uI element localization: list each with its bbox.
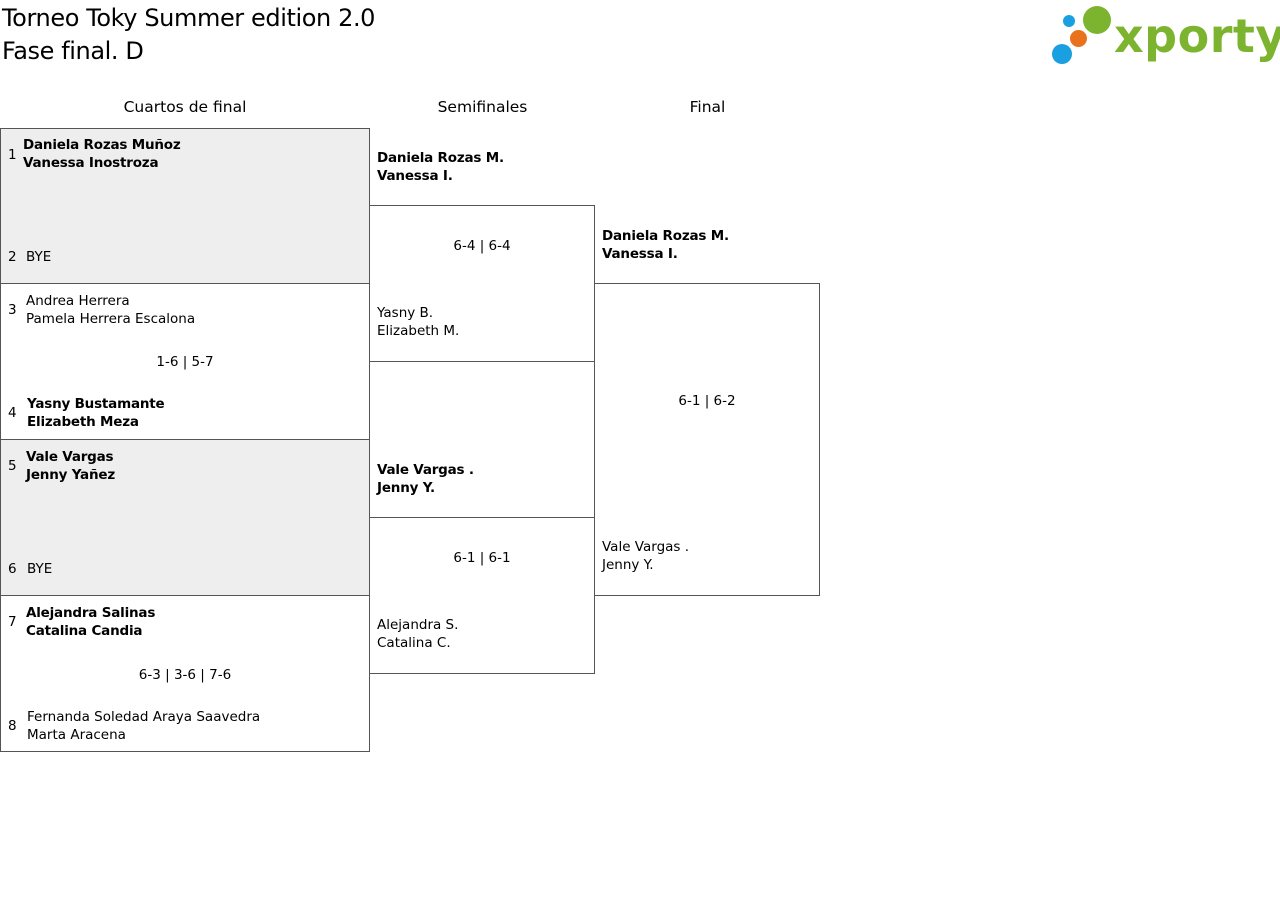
seed-number: 8 [8, 718, 17, 734]
semifinal-match-2: 6-1 | 6-1 Alejandra S. Catalina C. [369, 517, 595, 674]
player-name: Catalina C. [377, 635, 451, 651]
xporty-logo: xporty [1050, 4, 1280, 68]
player-name: Alejandra S. [377, 617, 459, 633]
player-name: Jenny Yañez [26, 467, 115, 483]
match-score: 1-6 | 5-7 [156, 354, 214, 370]
player-name: Yasny B. [377, 305, 434, 321]
team-entry: Vale Vargas Jenny Yañez [26, 448, 115, 484]
player-name: Alejandra Salinas [26, 605, 156, 621]
player-name: Vale Vargas . [602, 539, 690, 555]
seed-number: 7 [8, 614, 17, 630]
player-name: Fernanda Soledad Araya Saavedra [27, 709, 261, 725]
team-entry: BYE [27, 560, 52, 578]
match-score: 6-1 | 6-2 [678, 393, 736, 409]
player-name: Vanessa I. [602, 246, 678, 262]
player-name: Jenny Y. [602, 557, 654, 573]
team-entry: Fernanda Soledad Araya Saavedra Marta Ar… [27, 708, 260, 744]
semifinal-2-bottom-team: Alejandra S. Catalina C. [377, 616, 458, 652]
seed-number: 6 [8, 561, 17, 577]
quarterfinal-match-1: 1 Daniela Rozas Muñoz Vanessa Inostroza … [0, 128, 370, 284]
seed-number: 4 [8, 405, 17, 421]
semifinal-2-top-team: Vale Vargas . Jenny Y. [377, 461, 474, 497]
logo-dot-orange [1070, 30, 1087, 47]
player-name: Vanessa I. [377, 168, 453, 184]
seed-number: 3 [8, 302, 17, 318]
semifinal-1-top-team: Daniela Rozas M. Vanessa I. [377, 149, 504, 185]
team-entry: BYE [26, 248, 51, 266]
quarterfinal-match-4: 7 Alejandra Salinas Catalina Candia 6-3 … [0, 595, 370, 752]
player-name: Elizabeth Meza [27, 414, 139, 430]
player-name: Yasny Bustamante [27, 396, 165, 412]
player-name: Vale Vargas . [377, 462, 474, 478]
logo-dot-blue [1052, 44, 1072, 64]
logo-dot-green [1083, 6, 1111, 34]
player-name: Andrea Herrera [26, 293, 130, 309]
quarterfinal-match-3: 5 Vale Vargas Jenny Yañez 6 BYE [0, 439, 370, 596]
player-name: Pamela Herrera Escalona [26, 311, 196, 327]
round-heading-final: Final [689, 98, 726, 116]
seed-number: 2 [8, 249, 17, 265]
match-score: 6-4 | 6-4 [453, 238, 511, 254]
semifinal-1-bottom-team: Yasny B. Elizabeth M. [377, 304, 459, 340]
player-name: Catalina Candia [26, 623, 143, 639]
round-heading-semifinals: Semifinales [437, 98, 528, 116]
tournament-title: Torneo Toky Summer edition 2.0 [2, 4, 376, 32]
match-score: 6-3 | 3-6 | 7-6 [138, 667, 232, 683]
quarterfinal-match-2: 3 Andrea Herrera Pamela Herrera Escalona… [0, 283, 370, 440]
team-entry: Andrea Herrera Pamela Herrera Escalona [26, 292, 195, 328]
player-name: Elizabeth M. [377, 323, 460, 339]
bye-label: BYE [27, 561, 53, 577]
seed-number: 5 [8, 458, 17, 474]
final-match: 6-1 | 6-2 Vale Vargas . Jenny Y. [594, 283, 820, 596]
player-name: Jenny Y. [377, 480, 435, 496]
seed-number: 1 [8, 147, 17, 163]
match-score: 6-1 | 6-1 [453, 550, 511, 566]
logo-wordmark: xporty [1114, 9, 1280, 63]
player-name: Marta Aracena [27, 727, 126, 743]
team-entry: Yasny Bustamante Elizabeth Meza [27, 395, 165, 431]
semifinal-match-1: 6-4 | 6-4 Yasny B. Elizabeth M. [369, 205, 595, 362]
team-entry: Daniela Rozas Muñoz Vanessa Inostroza [23, 136, 181, 172]
bye-label: BYE [26, 249, 52, 265]
final-bottom-team: Vale Vargas . Jenny Y. [602, 538, 689, 574]
player-name: Daniela Rozas M. [602, 228, 729, 244]
round-heading-quarterfinals: Cuartos de final [123, 98, 247, 116]
team-entry: Alejandra Salinas Catalina Candia [26, 604, 155, 640]
player-name: Daniela Rozas Muñoz [23, 137, 181, 153]
player-name: Vale Vargas [26, 449, 114, 465]
player-name: Daniela Rozas M. [377, 150, 504, 166]
logo-dot-small-blue [1063, 15, 1075, 27]
final-top-team: Daniela Rozas M. Vanessa I. [602, 227, 729, 263]
player-name: Vanessa Inostroza [23, 155, 159, 171]
phase-subtitle: Fase final. D [2, 37, 144, 65]
